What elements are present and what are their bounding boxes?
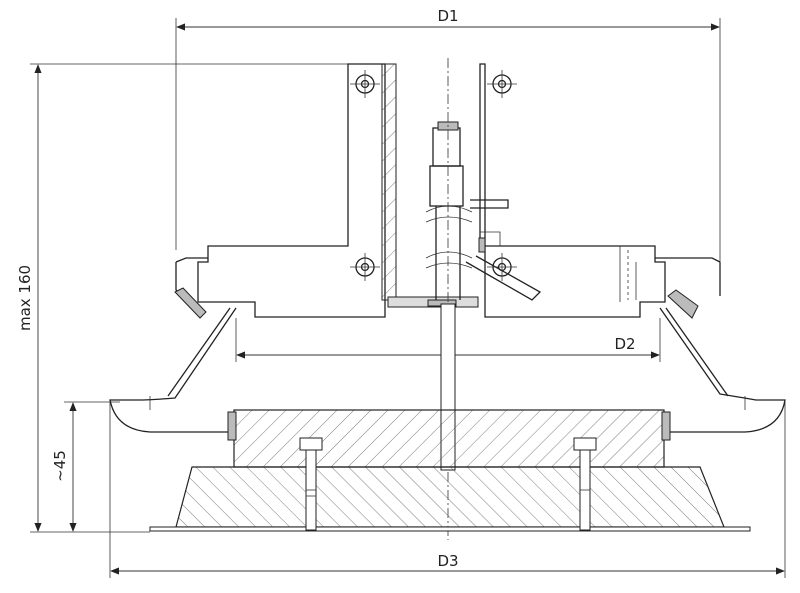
collar-bowl [109, 307, 786, 433]
d3-label: D3 [437, 552, 458, 570]
bolt-icon [299, 437, 323, 531]
screw-icon [487, 253, 517, 281]
dimension-d1: D1 [175, 7, 721, 262]
height-total-label: max 160 [16, 265, 34, 331]
upper-disc [233, 409, 665, 468]
dimension-d3: D3 [109, 402, 786, 578]
dimension-height-total: max 160 [16, 63, 348, 533]
spindle-mechanism [425, 121, 542, 301]
screw-icon [350, 70, 380, 98]
base-plate [149, 526, 751, 532]
bolt-icons [299, 437, 597, 531]
lower-disc [175, 466, 725, 528]
bolt-icon [573, 437, 597, 531]
height-bottom-label: ~45 [51, 450, 69, 482]
d1-label: D1 [437, 7, 458, 25]
screw-icons [350, 70, 517, 281]
d2-label: D2 [614, 335, 635, 353]
upper-housing [174, 63, 721, 319]
screw-icon [487, 70, 517, 98]
screw-icon [350, 253, 380, 281]
central-wall [381, 63, 397, 301]
